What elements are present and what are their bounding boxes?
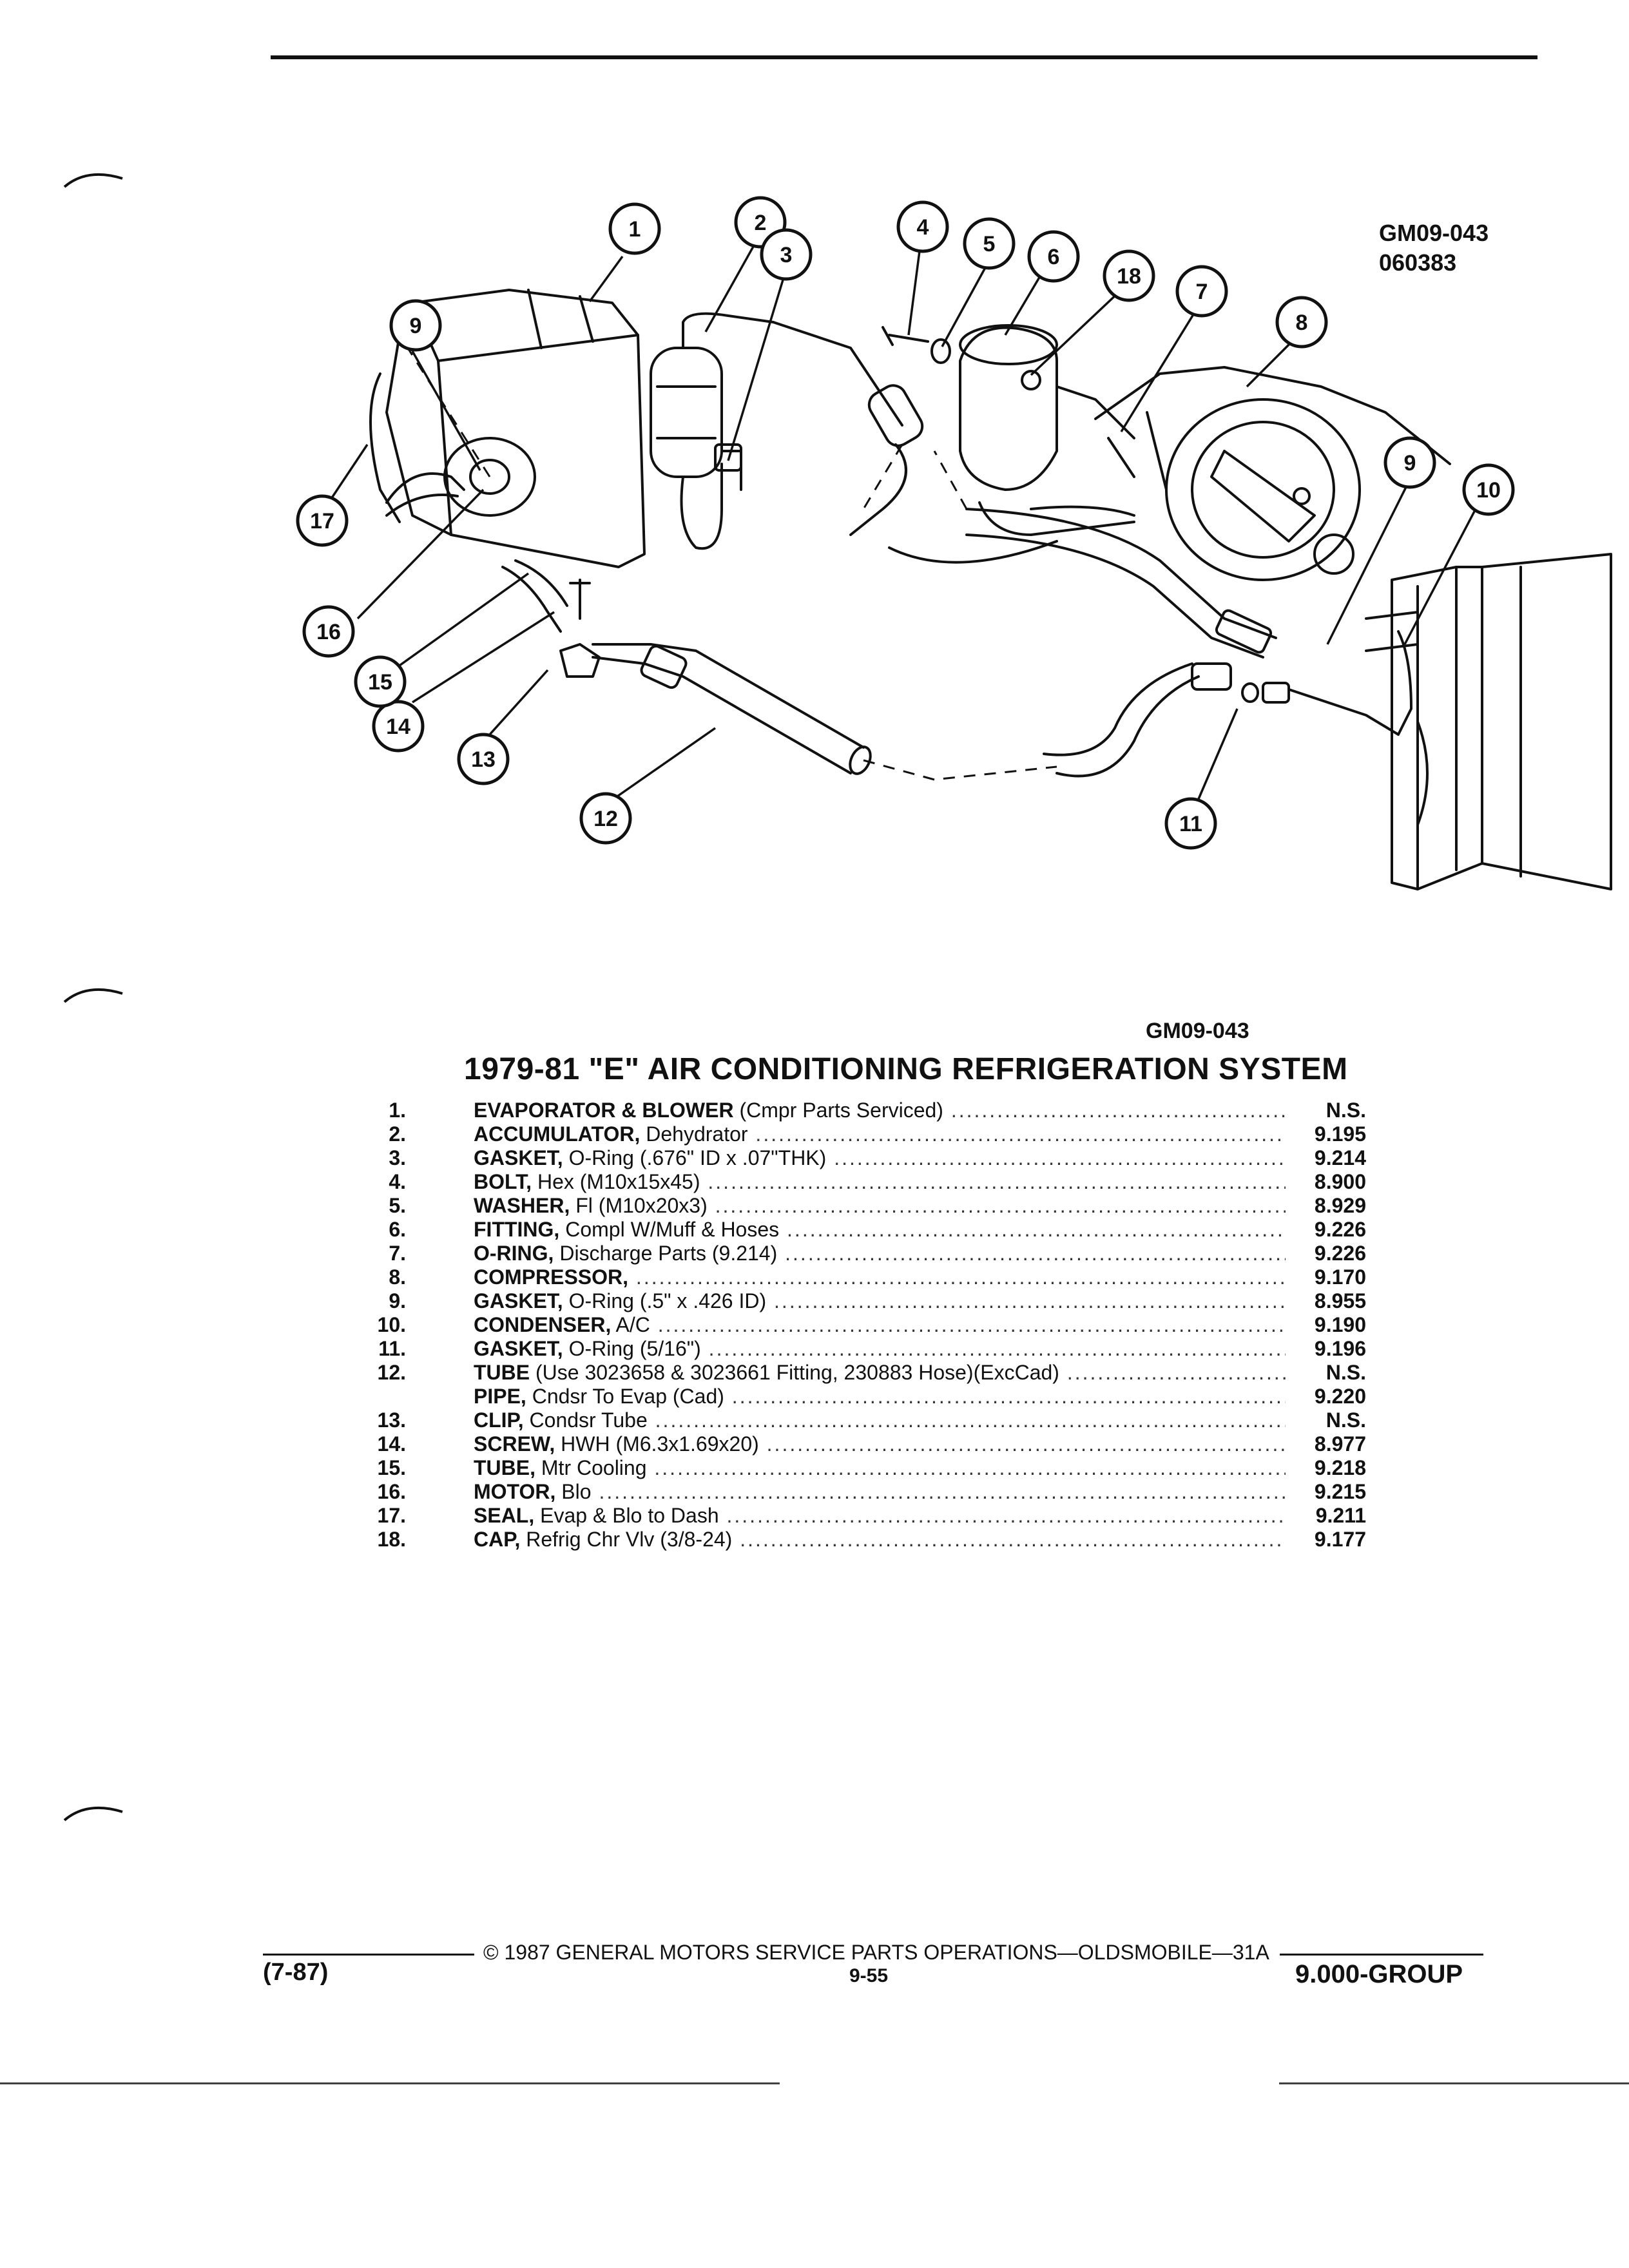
callout-18: 18 <box>1103 249 1155 302</box>
svg-text:8: 8 <box>1296 311 1308 335</box>
list-item: 18.CAP, Refrig Chr Vlv (3/8-24) ........… <box>377 1528 1366 1551</box>
footer-page-number: 9-55 <box>849 1965 889 1986</box>
svg-text:12: 12 <box>593 807 618 831</box>
callout-15: 15 <box>354 655 407 708</box>
list-item: 11.GASKET, O-Ring (5/16") ..............… <box>378 1337 1366 1360</box>
svg-text:2: 2 <box>755 211 767 235</box>
muffler-fitting-drawing <box>959 324 1135 536</box>
callout-4: 4 <box>896 200 949 253</box>
svg-text:16: 16 <box>316 620 341 644</box>
accumulator-drawing <box>650 312 775 550</box>
svg-text:13: 13 <box>471 747 496 772</box>
callout-17: 17 <box>296 494 349 547</box>
callout-7: 7 <box>1175 265 1228 318</box>
svg-text:7: 7 <box>1196 280 1208 304</box>
compressor-drawing <box>1094 366 1451 581</box>
list-item: 3.GASKET, O-Ring (.676" ID x .07"THK) ..… <box>389 1146 1366 1169</box>
svg-text:4: 4 <box>917 215 929 240</box>
svg-text:9: 9 <box>1404 451 1416 476</box>
punch-mark-top <box>63 173 123 188</box>
svg-text:17: 17 <box>310 509 334 533</box>
parts-list: 1.EVAPORATOR & BLOWER (Cmpr Parts Servic… <box>361 1099 1392 1552</box>
callout-12: 12 <box>579 792 632 845</box>
footer-group: 9.000-GROUP <box>1295 1960 1463 1988</box>
bottom-rule <box>0 2082 780 2084</box>
bottom-rule-right <box>1279 2082 1629 2084</box>
callout-11: 11 <box>1164 797 1217 850</box>
list-item: 8.COMPRESSOR, ..........................… <box>389 1265 1366 1289</box>
callout-6: 6 <box>1027 230 1080 283</box>
list-item: 2.ACCUMULATOR, Dehydrator ..............… <box>389 1122 1366 1146</box>
section-title: 1979-81 "E" AIR CONDITIONING REFRIGERATI… <box>464 1052 1348 1086</box>
footer-copyright: © 1987 GENERAL MOTORS SERVICE PARTS OPER… <box>483 1941 1269 1964</box>
svg-text:18: 18 <box>1117 264 1141 289</box>
evaporator-blower-drawing <box>369 289 646 568</box>
list-item: 16.MOTOR, Blo ..........................… <box>377 1480 1366 1503</box>
svg-text:6: 6 <box>1048 245 1060 269</box>
figure-code-top: 060383 <box>1379 249 1457 276</box>
svg-text:10: 10 <box>1476 478 1501 503</box>
list-item: 13.CLIP, Condsr Tube ...................… <box>377 1408 1366 1432</box>
callout-3: 3 <box>760 228 813 281</box>
list-item: 5.WASHER, Fl (M10x20x3) ................… <box>389 1194 1366 1217</box>
list-item: 7.O-RING, Discharge Parts (9.214) ......… <box>389 1242 1366 1265</box>
list-item: 17.SEAL, Evap & Blo to Dash ............… <box>377 1504 1366 1527</box>
svg-text:3: 3 <box>780 243 793 267</box>
callout-14: 14 <box>372 700 425 753</box>
svg-text:9: 9 <box>410 314 422 338</box>
svg-text:5: 5 <box>983 232 996 256</box>
callout-1: 1 <box>608 202 661 255</box>
condenser-tube-drawing <box>592 643 872 775</box>
punch-mark-bottom <box>63 1806 123 1821</box>
top-rule <box>271 55 1537 59</box>
list-item: 4.BOLT, Hex (M10x15x45) ................… <box>389 1170 1366 1193</box>
refrigeration-system-diagram: 1 2 3 4 5 6 18 7 8 9 10 11 12 13 14 15 1… <box>296 196 1612 890</box>
callout-9-left: 9 <box>389 299 442 352</box>
footer-rule-left <box>263 1954 474 1956</box>
punch-mark-middle <box>63 988 123 1003</box>
list-item: PIPE, Cndsr To Evap (Cad) ..............… <box>474 1385 1366 1408</box>
list-item: 12.TUBE (Use 3023658 & 3023661 Fitting, … <box>377 1361 1366 1384</box>
svg-text:11: 11 <box>1179 812 1202 836</box>
callout-9-right: 9 <box>1383 436 1436 489</box>
list-item: 9.GASKET, O-Ring (.5" x .426 ID) .......… <box>389 1289 1366 1312</box>
footer-rule-right <box>1280 1954 1483 1956</box>
list-item: 14.SCREW, HWH (M6.3x1.69x20) ...........… <box>377 1432 1366 1456</box>
svg-text:1: 1 <box>629 217 641 242</box>
figure-id-top: GM09-043 <box>1379 220 1489 246</box>
svg-text:14: 14 <box>386 715 410 739</box>
list-item: 15.TUBE, Mtr Cooling ...................… <box>377 1456 1366 1479</box>
callout-5: 5 <box>963 217 1016 270</box>
callout-13: 13 <box>457 733 510 785</box>
condenser-drawing <box>1313 533 1612 890</box>
callout-10: 10 <box>1462 463 1515 516</box>
callout-8: 8 <box>1275 296 1328 349</box>
figure-id-bottom: GM09-043 <box>1146 1019 1249 1043</box>
list-item: 6.FITTING, Compl W/Muff & Hoses ........… <box>389 1218 1366 1241</box>
list-item: 10.CONDENSER, A/C ......................… <box>377 1313 1366 1336</box>
list-item: 1.EVAPORATOR & BLOWER (Cmpr Parts Servic… <box>389 1099 1366 1122</box>
svg-text:15: 15 <box>368 670 392 695</box>
callout-16: 16 <box>302 605 355 658</box>
footer-date: (7-87) <box>263 1959 329 1986</box>
